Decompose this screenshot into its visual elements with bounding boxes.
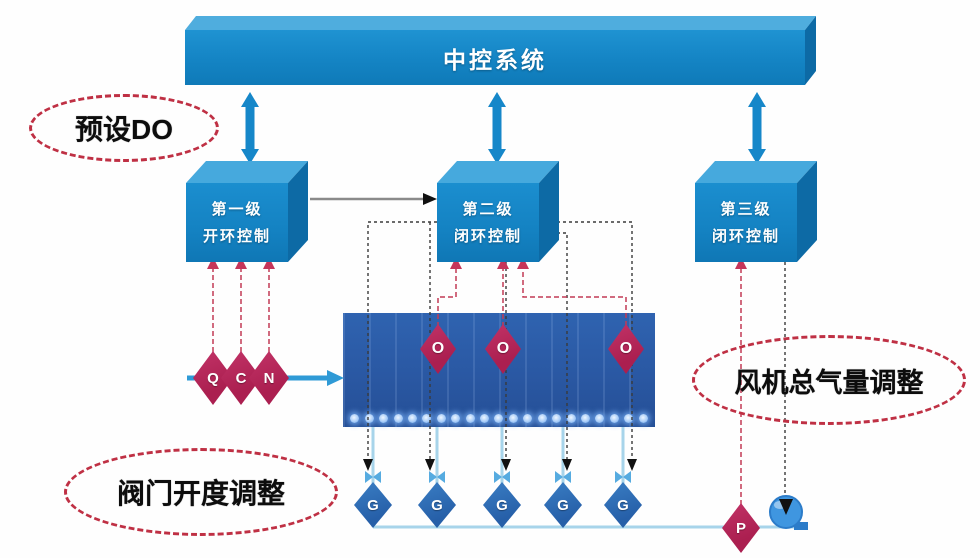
level1-line1: 第一级 bbox=[211, 200, 263, 218]
level1-box-top bbox=[186, 161, 308, 183]
diffuser-dot bbox=[595, 413, 605, 423]
feedforward-arrow bbox=[310, 193, 437, 205]
diffuser-dot bbox=[422, 413, 432, 423]
level2-closed-loop-box: 第二级 闭环控制 bbox=[437, 183, 539, 262]
diffuser-dot bbox=[379, 413, 389, 423]
diffuser-dot bbox=[494, 413, 504, 423]
level3-closed-loop-box: 第三级 闭环控制 bbox=[695, 183, 797, 262]
diffuser-dot bbox=[408, 413, 418, 423]
central-system-box-top bbox=[185, 16, 816, 30]
level1-line2: 开环控制 bbox=[202, 227, 271, 245]
diffuser-row bbox=[345, 410, 653, 426]
diffuser-dot bbox=[523, 413, 533, 423]
level1-box-side bbox=[288, 161, 308, 262]
central-control-system-box: 中控系统 bbox=[185, 30, 805, 85]
blower-icon bbox=[769, 495, 808, 530]
diffuser-dot bbox=[350, 413, 360, 423]
note-fan-total-air: 风机总气量调整 bbox=[692, 335, 966, 425]
gas-meter-1-label: G bbox=[367, 496, 379, 514]
inlet-sensor-q-label: Q bbox=[207, 369, 219, 387]
sync-arrow-icons bbox=[241, 92, 766, 164]
central-system-box-side bbox=[805, 16, 816, 85]
level3-box-side bbox=[797, 161, 817, 262]
do-meter-1-label: O bbox=[431, 340, 445, 357]
control-signal-arrowheads bbox=[363, 459, 637, 471]
diffuser-dot bbox=[480, 413, 490, 423]
inlet-sensor-c-label: C bbox=[235, 369, 247, 387]
sensor-signal-lines bbox=[212, 268, 742, 505]
diffuser-dot bbox=[508, 413, 518, 423]
valve-icons bbox=[365, 471, 631, 483]
note-preset-do-label: 预设DO bbox=[74, 114, 173, 145]
do-meter-3-label: O bbox=[619, 340, 633, 357]
level3-line2: 闭环控制 bbox=[711, 227, 780, 245]
note-valve-opening: 阀门开度调整 bbox=[64, 448, 338, 536]
diffuser-dot bbox=[609, 413, 619, 423]
diffuser-dot bbox=[566, 413, 576, 423]
level3-line1: 第三级 bbox=[720, 200, 772, 218]
gas-meter-4-label: G bbox=[557, 496, 569, 514]
level3-box-top bbox=[695, 161, 817, 183]
diffuser-dot bbox=[552, 413, 562, 423]
inlet-sensor-n-label: N bbox=[263, 369, 275, 387]
gas-meter-5-label: G bbox=[617, 496, 629, 514]
level2-line2: 闭环控制 bbox=[453, 227, 522, 245]
diffuser-dot bbox=[624, 413, 634, 423]
gas-meter-2-label: G bbox=[431, 496, 443, 514]
diffuser-dot bbox=[537, 413, 547, 423]
do-meter-2-label: O bbox=[496, 340, 510, 357]
pressure-meter-label: P bbox=[735, 519, 746, 537]
level1-open-loop-box: 第一级 开环控制 bbox=[186, 183, 288, 262]
diffuser-dot bbox=[364, 413, 374, 423]
level2-box-top bbox=[437, 161, 559, 183]
diffuser-dot bbox=[436, 413, 446, 423]
diffuser-dot bbox=[465, 413, 475, 423]
note-preset-do: 预设DO bbox=[29, 94, 219, 162]
diffuser-dot bbox=[580, 413, 590, 423]
level2-box-side bbox=[539, 161, 559, 262]
note-fan-total-air-label: 风机总气量调整 bbox=[734, 367, 924, 398]
diffuser-dot bbox=[451, 413, 461, 423]
level2-line1: 第二级 bbox=[462, 200, 514, 218]
central-system-title: 中控系统 bbox=[443, 46, 547, 73]
note-valve-opening-label: 阀门开度调整 bbox=[116, 478, 285, 509]
diffuser-dot bbox=[393, 413, 403, 423]
gas-meter-3-label: G bbox=[496, 496, 508, 514]
sensor-signal-arrowheads bbox=[207, 257, 747, 269]
diffuser-dot bbox=[638, 413, 648, 423]
